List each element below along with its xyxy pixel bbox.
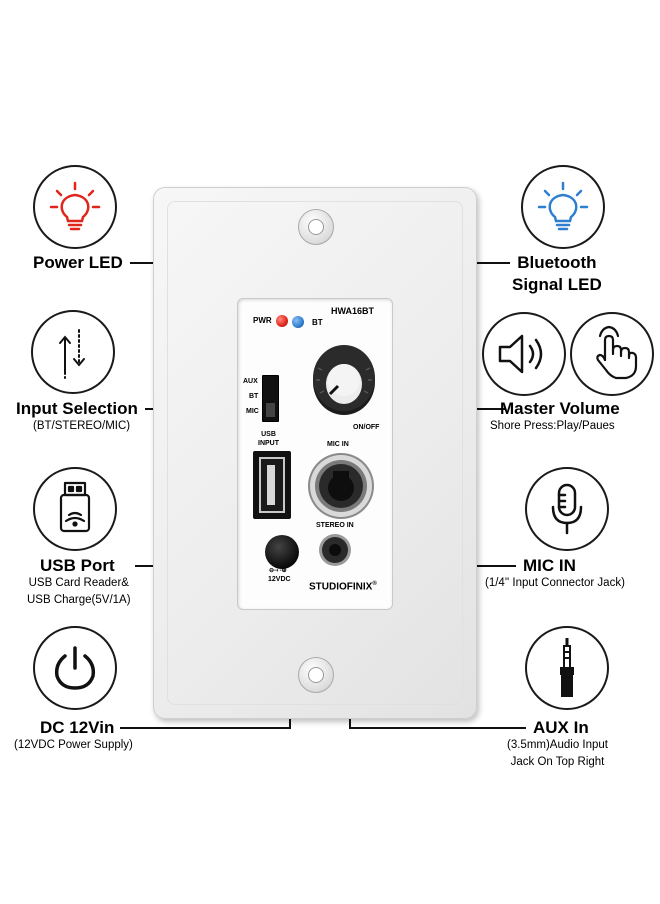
mic-in-jack[interactable] <box>306 451 376 521</box>
usb-stick-icon <box>59 481 91 533</box>
power-led-label: Power LED <box>33 253 123 272</box>
usb-port-sublabel-1: USB Card Reader& <box>28 577 129 589</box>
master-volume-speaker-circle <box>482 312 566 396</box>
switch-bt-label: BT <box>249 393 259 400</box>
arrows-icon <box>59 329 85 379</box>
usb-port-sublabel: USB Card Reader& USB Charge(5V/1A) <box>27 575 131 609</box>
speaker-icon <box>498 334 543 374</box>
bt-led <box>292 316 304 328</box>
bt-led-label: BT <box>312 318 323 327</box>
usb-input-label-1: USB <box>261 431 276 438</box>
stereo-in-label: STEREO IN <box>316 522 354 529</box>
aux-in-sublabel-2: Jack On Top Right <box>510 756 605 768</box>
aux-in-icon-circle <box>525 626 609 710</box>
stereo-in-jack[interactable] <box>318 533 352 567</box>
dc-12vdc-label: 12VDC <box>268 576 291 583</box>
input-selection-label: Input Selection <box>16 399 138 418</box>
aux-in-sublabel-1: (3.5mm)Audio Input <box>507 739 608 751</box>
master-volume-knob[interactable] <box>308 338 380 420</box>
model-label: HWA16BT <box>331 306 375 316</box>
bt-led-label-block: Bluetooth Signal LED <box>512 252 602 296</box>
pwr-label: PWR <box>253 316 272 325</box>
bottom-screw-hole <box>298 657 334 693</box>
control-panel <box>237 298 393 610</box>
input-selection-icon-circle <box>31 310 115 394</box>
power-led <box>276 315 288 327</box>
top-screw-hole <box>298 209 334 245</box>
usb-port-icon-circle <box>33 467 117 551</box>
master-volume-label: Master Volume <box>500 399 620 418</box>
mic-in-sublabel: (1/4'' Input Connector Jack) <box>485 577 625 589</box>
input-selector-switch[interactable] <box>262 375 279 422</box>
switch-mic-label: MIC <box>246 408 259 415</box>
usb-port-label: USB Port <box>40 556 115 575</box>
mic-in-label: MIC IN <box>523 556 576 575</box>
aux-in-label: AUX In <box>533 718 589 737</box>
usb-input-label: USB INPUT <box>258 430 279 448</box>
usb-port[interactable] <box>253 451 291 519</box>
aux-plug-icon <box>560 638 574 697</box>
power-icon <box>54 646 96 690</box>
input-selection-sublabel: (BT/STEREO/MIC) <box>33 420 131 432</box>
dc-12vin-label: DC 12Vin <box>40 718 115 737</box>
mic-in-icon-circle <box>525 467 609 551</box>
master-volume-sublabel: Shore Press:Play/Paues <box>490 420 615 432</box>
brand-text: STUDIOFINIX <box>309 581 373 593</box>
switch-aux-label: AUX <box>243 378 258 385</box>
tap-hand-icon <box>596 325 638 380</box>
usb-input-label-2: INPUT <box>258 440 279 447</box>
dc-12vin-sublabel: (12VDC Power Supply) <box>14 739 133 751</box>
usb-port-sublabel-2: USB Charge(5V/1A) <box>27 594 131 606</box>
dc-polarity-symbol: ⊖-◐-⊕ <box>269 568 287 574</box>
dc-power-jack[interactable] <box>265 535 299 569</box>
on-off-label: ON/OFF <box>353 424 380 431</box>
bt-led-label-1: Bluetooth <box>517 253 597 272</box>
red-bulb-icon <box>49 181 101 231</box>
microphone-icon <box>551 483 583 535</box>
brand-reg-mark: ® <box>372 581 377 587</box>
dc-12vin-icon-circle <box>33 626 117 710</box>
aux-in-sublabel: (3.5mm)Audio Input Jack On Top Right <box>507 737 608 771</box>
bt-led-icon-circle <box>521 165 605 249</box>
bt-led-label-2: Signal LED <box>512 275 602 294</box>
brand-label: STUDIOFINIX® <box>309 581 377 592</box>
blue-bulb-icon <box>537 181 589 231</box>
power-led-icon-circle <box>33 165 117 249</box>
mic-in-panel-label: MIC IN <box>327 441 349 448</box>
master-volume-tap-circle <box>570 312 654 396</box>
